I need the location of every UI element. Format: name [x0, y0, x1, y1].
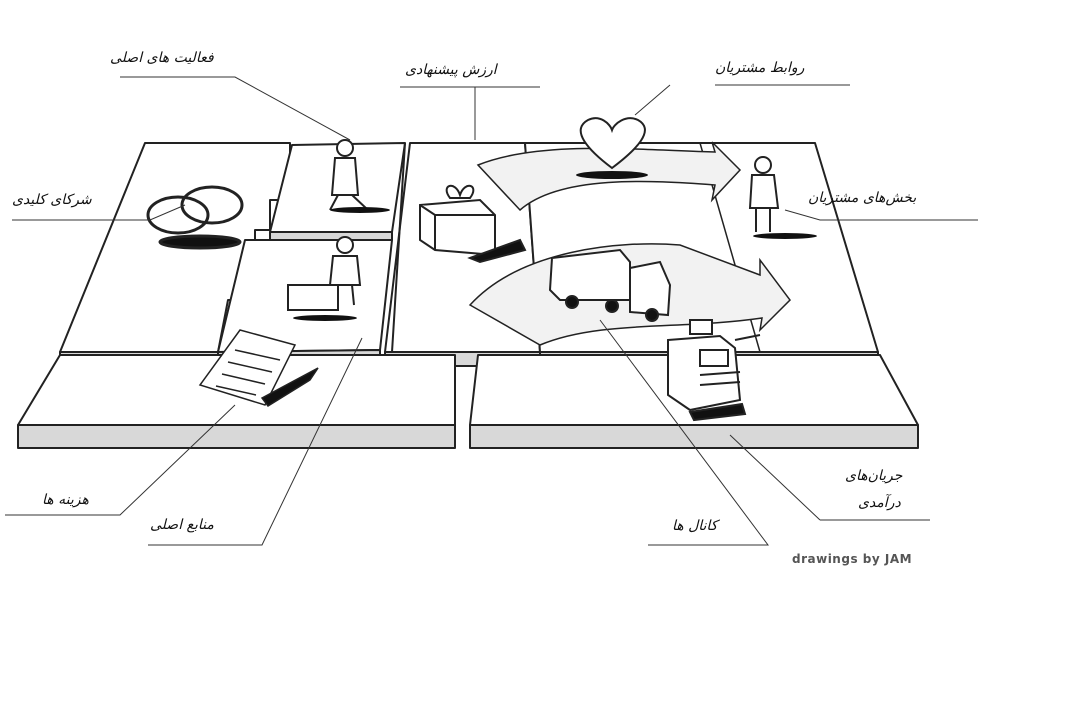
label-cost-structure: هزینه ها — [42, 492, 89, 508]
label-key-partners: شرکای کلیدی — [12, 192, 92, 208]
label-revenue-streams-1: جریان‌های — [845, 468, 902, 484]
credit-text: drawings by JAM — [792, 552, 912, 566]
label-customer-segments: بخش‌های مشتریان — [808, 190, 916, 206]
label-revenue-streams-2: درآمدی — [858, 495, 901, 511]
label-key-activities: فعالیت های اصلی — [110, 50, 214, 66]
label-value-proposition: ارزش پیشنهادی — [405, 62, 497, 78]
label-key-resources: منابع اصلی — [150, 517, 214, 533]
label-channels: کانال ها — [672, 518, 717, 534]
label-customer-relationships: روابط مشتریان — [715, 60, 804, 76]
